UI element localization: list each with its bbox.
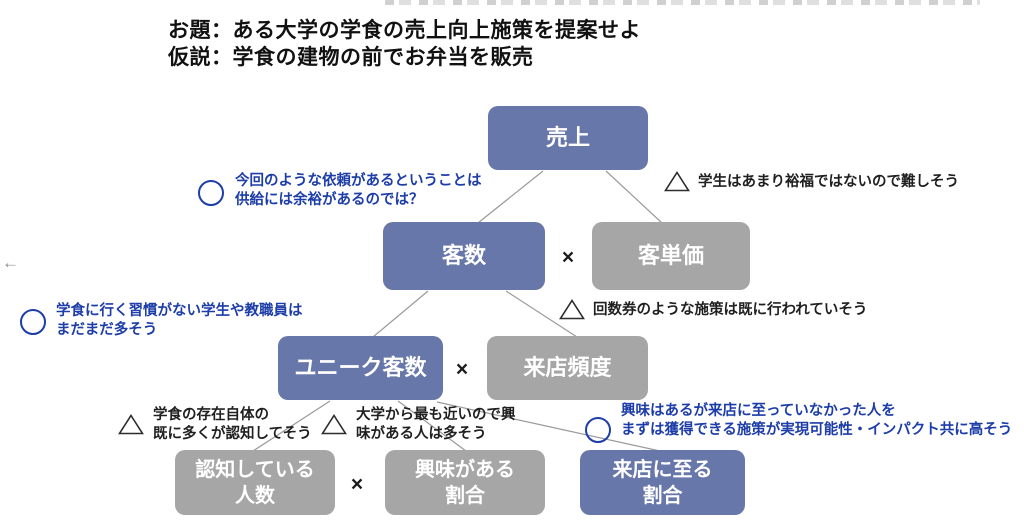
triangle-marker-icon — [321, 414, 347, 435]
annotation-line: まずは獲得できる施策が実現可能性・インパクト共に高そう — [621, 422, 1013, 438]
node-unique-customers: ユニーク客数 — [278, 336, 443, 400]
annotation-line: 学食に行く習慣がない学生や教職員は — [56, 303, 303, 319]
node-interested-ratio-line1: 興味がある — [415, 458, 515, 481]
node-customers-label: 客数 — [441, 242, 486, 268]
node-visit-frequency: 来店頻度 — [487, 336, 648, 400]
node-visit-ratio: 来店に至る 割合 — [580, 450, 745, 515]
cropped-top-text — [385, 0, 980, 5]
node-aware-people: 認知している 人数 — [175, 450, 335, 515]
node-interested-ratio-line2: 割合 — [445, 484, 485, 507]
circle-marker-icon — [198, 180, 224, 206]
triangle-marker-icon — [559, 299, 585, 320]
multiply-operator-3: × — [350, 473, 364, 496]
node-unique-customers-label: ユニーク客数 — [294, 354, 427, 380]
node-interested-ratio: 興味がある 割合 — [385, 450, 545, 515]
node-aware-people-line2: 人数 — [235, 484, 275, 507]
annotation-coupon-already-done: 回数券のような施策は既に行われていそう — [593, 301, 867, 320]
topic-title: お題：ある大学の学食の売上向上施策を提案せよ — [168, 19, 641, 42]
node-visit-ratio-line1: 来店に至る — [612, 458, 713, 481]
multiply-operator-1: × — [561, 246, 575, 269]
annotation-line: 大学から最も近いので興 — [356, 407, 516, 423]
node-customers: 客数 — [383, 222, 545, 290]
node-visit-ratio-line2: 割合 — [642, 484, 683, 507]
triangle-marker-icon — [118, 414, 144, 435]
annotation-line: 供給には余裕があるのでは？ — [235, 192, 424, 208]
node-aware-people-line1: 認知している — [195, 458, 315, 481]
triangle-marker-icon — [664, 171, 690, 192]
annotation-line: 既に多くが認知してそう — [153, 426, 312, 442]
annotation-line: 味がある人は多そう — [356, 426, 487, 442]
annotation-interested-not-visiting: 興味はあるが来店に至っていなかった人を まずは獲得できる施策が実現可能性・インパ… — [621, 402, 1012, 440]
circle-marker-icon — [20, 309, 46, 335]
node-sales: 売上 — [488, 106, 648, 170]
node-visit-frequency-label: 来店頻度 — [523, 354, 612, 380]
circle-marker-icon — [585, 417, 611, 443]
annotation-students-not-wealthy: 学生はあまり裕福ではないので難しそう — [698, 173, 959, 192]
annotation-no-cafeteria-habit: 学食に行く習慣がない学生や教職員は まだまだ多そう — [56, 302, 303, 340]
node-unit-price: 客単価 — [592, 222, 750, 290]
annotation-already-recognized: 学食の存在自体の 既に多くが認知してそう — [153, 406, 312, 444]
annotation-line: 回数券のような施策は既に行われていそう — [593, 302, 868, 318]
annotation-line: まだまだ多そう — [56, 322, 158, 338]
node-sales-label: 売上 — [545, 124, 590, 150]
annotation-line: 興味はあるが来店に至っていなかった人を — [621, 403, 896, 419]
annotation-supply-margin: 今回のような依頼があるということは 供給には余裕があるのでは？ — [235, 172, 482, 210]
annotation-closest-to-university: 大学から最も近いので興 味がある人は多そう — [356, 406, 516, 444]
slide-title-block: お題：ある大学の学食の売上向上施策を提案せよ 仮説：学食の建物の前でお弁当を販売 — [168, 17, 641, 71]
node-unit-price-label: 客単価 — [637, 242, 704, 268]
annotation-line: 学食の存在自体の — [153, 407, 269, 423]
annotation-line: 学生はあまり裕福ではないので難しそう — [698, 174, 959, 190]
back-arrow-icon[interactable]: ← — [2, 253, 19, 272]
multiply-operator-2: × — [455, 358, 469, 381]
annotation-line: 今回のような依頼があるということは — [235, 173, 482, 189]
hypothesis-title: 仮説：学食の建物の前でお弁当を販売 — [168, 46, 534, 69]
